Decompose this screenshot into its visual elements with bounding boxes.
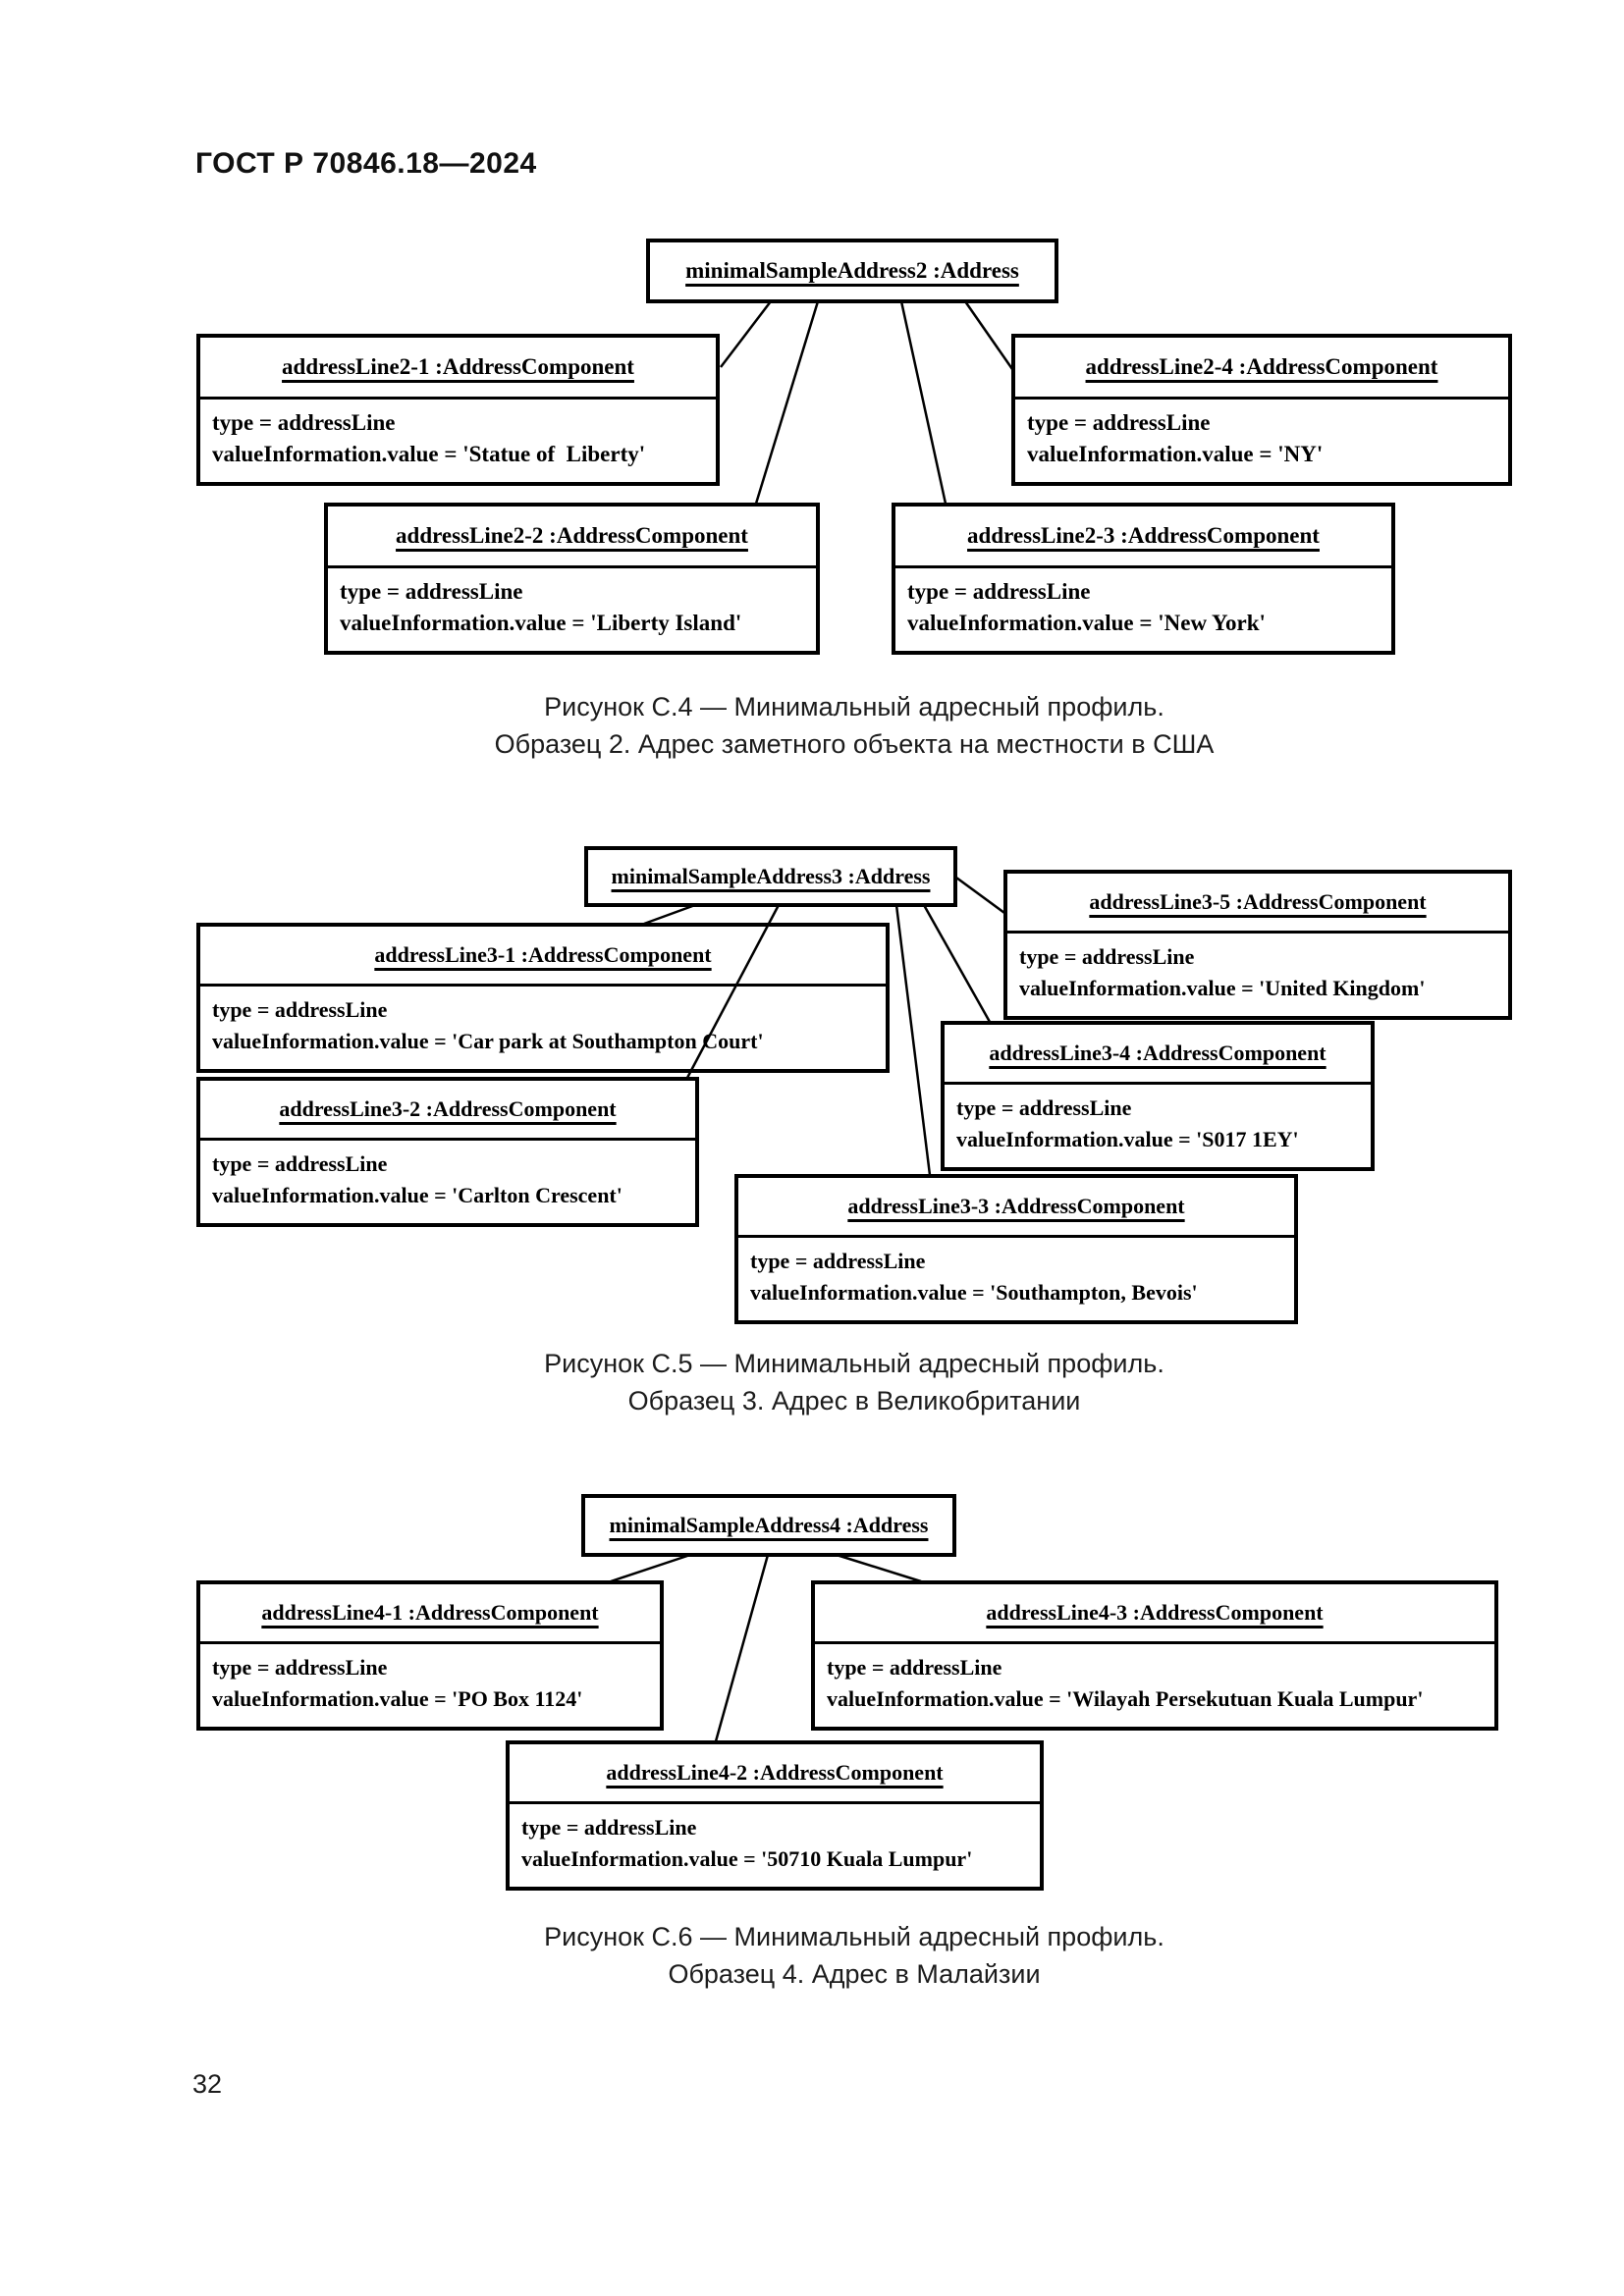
attr-value: valueInformation.value = 'United Kingdom… <box>1019 976 1426 1000</box>
attr-type: type = addressLine <box>521 1815 697 1840</box>
document-header: ГОСТ Р 70846.18—2024 <box>195 147 537 180</box>
attr-value: valueInformation.value = 'S017 1EY' <box>956 1127 1299 1151</box>
object-attributes: type = addressLine valueInformation.valu… <box>200 397 716 482</box>
object-title: addressLine2-1 :AddressComponent <box>282 354 634 379</box>
attr-type: type = addressLine <box>750 1249 926 1273</box>
object-box-addressLine2-1: addressLine2-1 :AddressComponent type = … <box>196 334 720 486</box>
object-title: addressLine4-3 :AddressComponent <box>986 1600 1324 1625</box>
object-title: addressLine3-2 :AddressComponent <box>279 1096 617 1121</box>
caption-line-1: Рисунок С.6 — Минимальный адресный профи… <box>544 1922 1164 1951</box>
page-number: 32 <box>192 2069 223 2099</box>
object-box-addressLine3-2: addressLine3-2 :AddressComponent type = … <box>196 1077 699 1227</box>
attr-value: valueInformation.value = 'Carlton Cresce… <box>212 1183 623 1207</box>
object-attributes: type = addressLine valueInformation.valu… <box>1007 931 1508 1016</box>
object-attributes: type = addressLine valueInformation.valu… <box>200 1641 660 1727</box>
attr-value: valueInformation.value = 'New York' <box>907 611 1266 635</box>
object-box-addressLine2-3: addressLine2-3 :AddressComponent type = … <box>892 503 1395 655</box>
attr-type: type = addressLine <box>212 1655 388 1680</box>
object-box-addressLine3-5: addressLine3-5 :AddressComponent type = … <box>1003 870 1512 1020</box>
object-title: addressLine3-5 :AddressComponent <box>1089 889 1427 914</box>
object-attributes: type = addressLine valueInformation.valu… <box>328 565 816 651</box>
object-box-addressLine3-4: addressLine3-4 :AddressComponent type = … <box>941 1021 1375 1171</box>
object-title: addressLine3-1 :AddressComponent <box>374 942 712 967</box>
attr-type: type = addressLine <box>212 410 396 435</box>
attr-value: valueInformation.value = 'NY' <box>1027 442 1324 466</box>
object-title: addressLine2-2 :AddressComponent <box>396 523 748 548</box>
attr-type: type = addressLine <box>212 1151 388 1176</box>
object-title: minimalSampleAddress2 :Address <box>685 258 1019 283</box>
object-box-addressLine4-2: addressLine4-2 :AddressComponent type = … <box>506 1740 1044 1891</box>
attr-type: type = addressLine <box>1027 410 1211 435</box>
caption-line-2: Образец 4. Адрес в Малайзии <box>668 1959 1041 1989</box>
attr-value: valueInformation.value = 'PO Box 1124' <box>212 1686 583 1711</box>
attr-value: valueInformation.value = '50710 Kuala Lu… <box>521 1846 973 1871</box>
attr-type: type = addressLine <box>212 997 388 1022</box>
attr-value: valueInformation.value = 'Southampton, B… <box>750 1280 1198 1305</box>
object-title: minimalSampleAddress4 :Address <box>609 1513 929 1537</box>
attr-type: type = addressLine <box>1019 944 1195 969</box>
object-attributes: type = addressLine valueInformation.valu… <box>200 1138 695 1223</box>
object-attributes: type = addressLine valueInformation.valu… <box>895 565 1391 651</box>
object-box-addressLine2-4: addressLine2-4 :AddressComponent type = … <box>1011 334 1512 486</box>
object-title: addressLine4-2 :AddressComponent <box>606 1760 944 1785</box>
attr-value: valueInformation.value = 'Wilayah Persek… <box>827 1686 1424 1711</box>
object-attributes: type = addressLine valueInformation.valu… <box>945 1082 1371 1167</box>
object-box-minimalSampleAddress3: minimalSampleAddress3 :Address <box>584 846 957 907</box>
object-box-addressLine3-3: addressLine3-3 :AddressComponent type = … <box>734 1174 1298 1324</box>
object-title: addressLine2-3 :AddressComponent <box>967 523 1320 548</box>
object-title: minimalSampleAddress3 :Address <box>611 864 931 888</box>
figure-caption-c5: Рисунок С.5 — Минимальный адресный профи… <box>128 1345 1581 1419</box>
object-attributes: type = addressLine valueInformation.valu… <box>200 984 886 1069</box>
object-title: addressLine4-1 :AddressComponent <box>261 1600 599 1625</box>
object-attributes: type = addressLine valueInformation.valu… <box>738 1235 1294 1320</box>
attr-type: type = addressLine <box>827 1655 1002 1680</box>
attr-type: type = addressLine <box>340 579 523 604</box>
object-title: addressLine2-4 :AddressComponent <box>1085 354 1438 379</box>
figure-caption-c4: Рисунок С.4 — Минимальный адресный профи… <box>128 688 1581 763</box>
caption-line-2: Образец 3. Адрес в Великобритании <box>627 1386 1081 1415</box>
object-box-addressLine2-2: addressLine2-2 :AddressComponent type = … <box>324 503 820 655</box>
object-box-minimalSampleAddress4: minimalSampleAddress4 :Address <box>581 1494 956 1557</box>
object-attributes: type = addressLine valueInformation.valu… <box>510 1801 1040 1887</box>
object-box-addressLine4-1: addressLine4-1 :AddressComponent type = … <box>196 1580 664 1731</box>
attr-type: type = addressLine <box>956 1095 1132 1120</box>
object-attributes: type = addressLine valueInformation.valu… <box>1015 397 1508 482</box>
caption-line-1: Рисунок С.5 — Минимальный адресный профи… <box>544 1349 1164 1378</box>
figure-caption-c6: Рисунок С.6 — Минимальный адресный профи… <box>128 1918 1581 1993</box>
attr-value: valueInformation.value = 'Car park at So… <box>212 1029 764 1053</box>
caption-line-1: Рисунок С.4 — Минимальный адресный профи… <box>544 692 1164 721</box>
attr-type: type = addressLine <box>907 579 1091 604</box>
attr-value: valueInformation.value = 'Statue of Libe… <box>212 442 646 466</box>
object-attributes: type = addressLine valueInformation.valu… <box>815 1641 1494 1727</box>
object-box-addressLine3-1: addressLine3-1 :AddressComponent type = … <box>196 923 890 1073</box>
object-box-addressLine4-3: addressLine4-3 :AddressComponent type = … <box>811 1580 1498 1731</box>
object-box-minimalSampleAddress2: minimalSampleAddress2 :Address <box>646 239 1058 303</box>
attr-value: valueInformation.value = 'Liberty Island… <box>340 611 742 635</box>
caption-line-2: Образец 2. Адрес заметного объекта на ме… <box>494 729 1215 759</box>
object-title: addressLine3-3 :AddressComponent <box>847 1194 1185 1218</box>
object-title: addressLine3-4 :AddressComponent <box>989 1041 1326 1065</box>
